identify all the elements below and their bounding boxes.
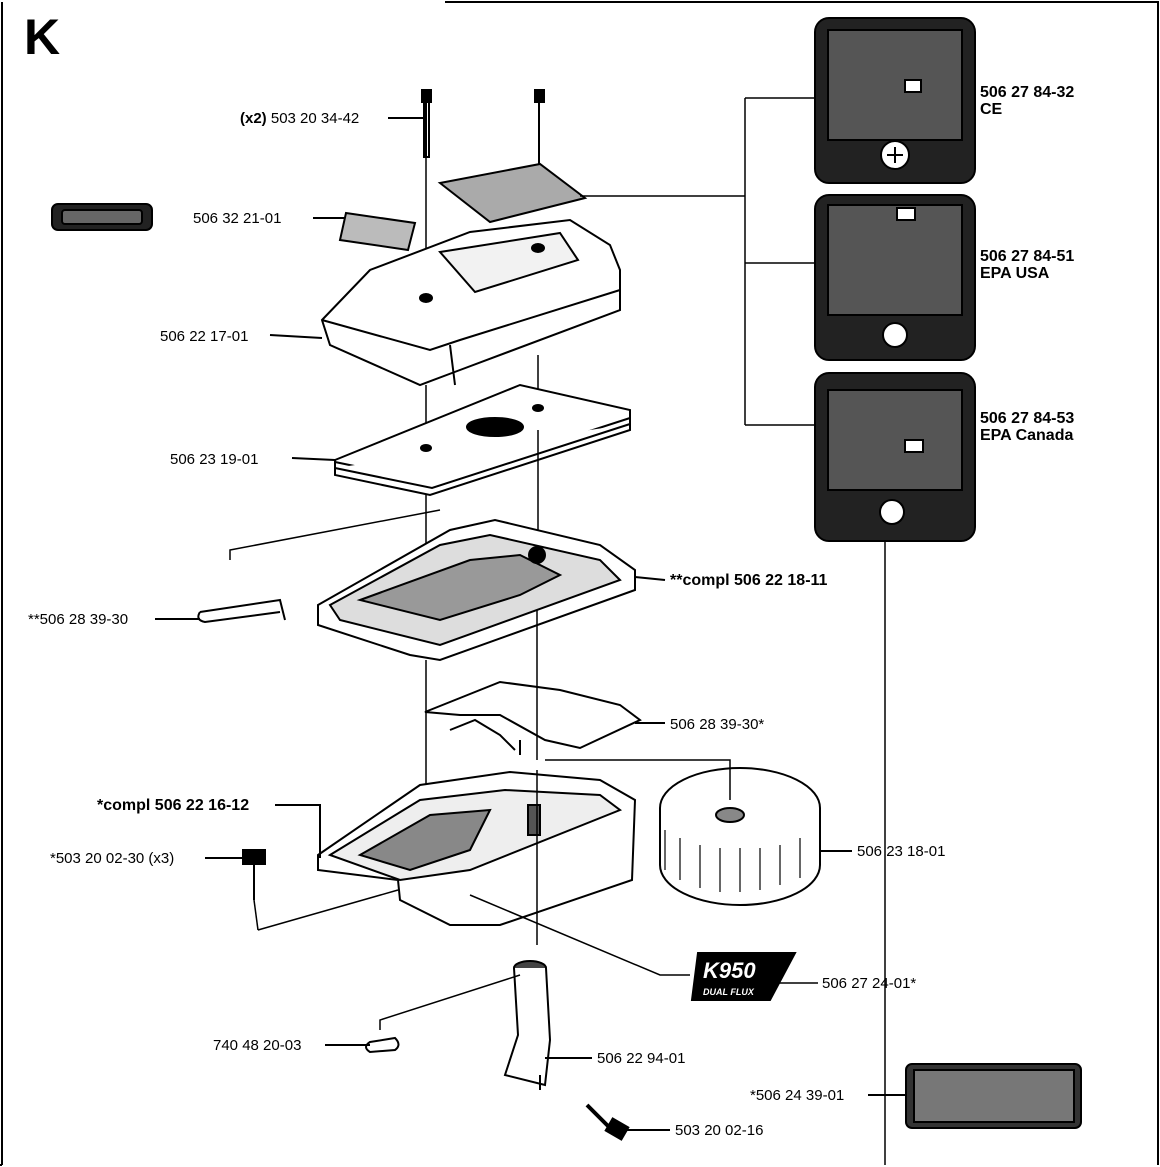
o-ring-icon — [365, 1036, 400, 1054]
svg-text:K950: K950 — [703, 958, 756, 983]
part-label-screw-base: *503 20 02-30 (x3) — [50, 850, 175, 867]
part-label-k950-decal: 506 27 24-01* — [822, 975, 917, 992]
cover-icon — [320, 218, 621, 387]
screw-base-icon — [242, 849, 266, 900]
sticker-small-icon — [51, 203, 153, 231]
decal-epa-canada-icon — [814, 372, 976, 542]
part-label-gasket: 506 28 39-30* — [670, 716, 765, 733]
k950-logo-text: K950 DUAL FLUX — [703, 958, 756, 997]
section-letter: K — [24, 9, 61, 65]
intake-icon — [503, 960, 552, 1090]
filter-housing-icon — [317, 518, 636, 662]
part-label-filter-pad: 506 23 19-01 — [170, 451, 259, 468]
svg-text:DUAL FLUX: DUAL FLUX — [703, 987, 755, 997]
decal-epa-usa-icon — [814, 194, 976, 361]
part-label-tube-left: **506 28 39-30 — [28, 611, 129, 628]
screw-intake-icon — [585, 1103, 630, 1141]
base-icon — [317, 770, 637, 926]
part-label-bolt: (x2) 503 20 34-42 — [240, 110, 360, 127]
part-label-warning: *506 24 39-01 — [750, 1087, 845, 1104]
part-label-intake: 506 22 94-01 — [597, 1050, 686, 1067]
warning-label-icon — [905, 1063, 1082, 1129]
gasket-icon — [424, 680, 642, 755]
bolt-icon — [421, 89, 545, 300]
part-label-screw-intake: 503 20 02-16 — [675, 1122, 764, 1139]
part-label-paper-filter: 506 23 18-01 — [857, 843, 946, 860]
paper-filter-icon — [659, 767, 821, 906]
part-label-cover: 506 22 17-01 — [160, 328, 249, 345]
part-label-base: *compl 506 22 16-12 — [97, 797, 250, 814]
part-label-o-ring: 740 48 20-03 — [213, 1037, 302, 1054]
decal-ce-icon — [814, 17, 976, 184]
part-label-sticker-small: 506 32 21-01 — [193, 210, 282, 227]
part-label-filter-housing: **compl 506 22 18-11 — [670, 572, 828, 589]
filter-pad-icon — [334, 383, 631, 497]
k950-decal-icon — [690, 952, 797, 1001]
